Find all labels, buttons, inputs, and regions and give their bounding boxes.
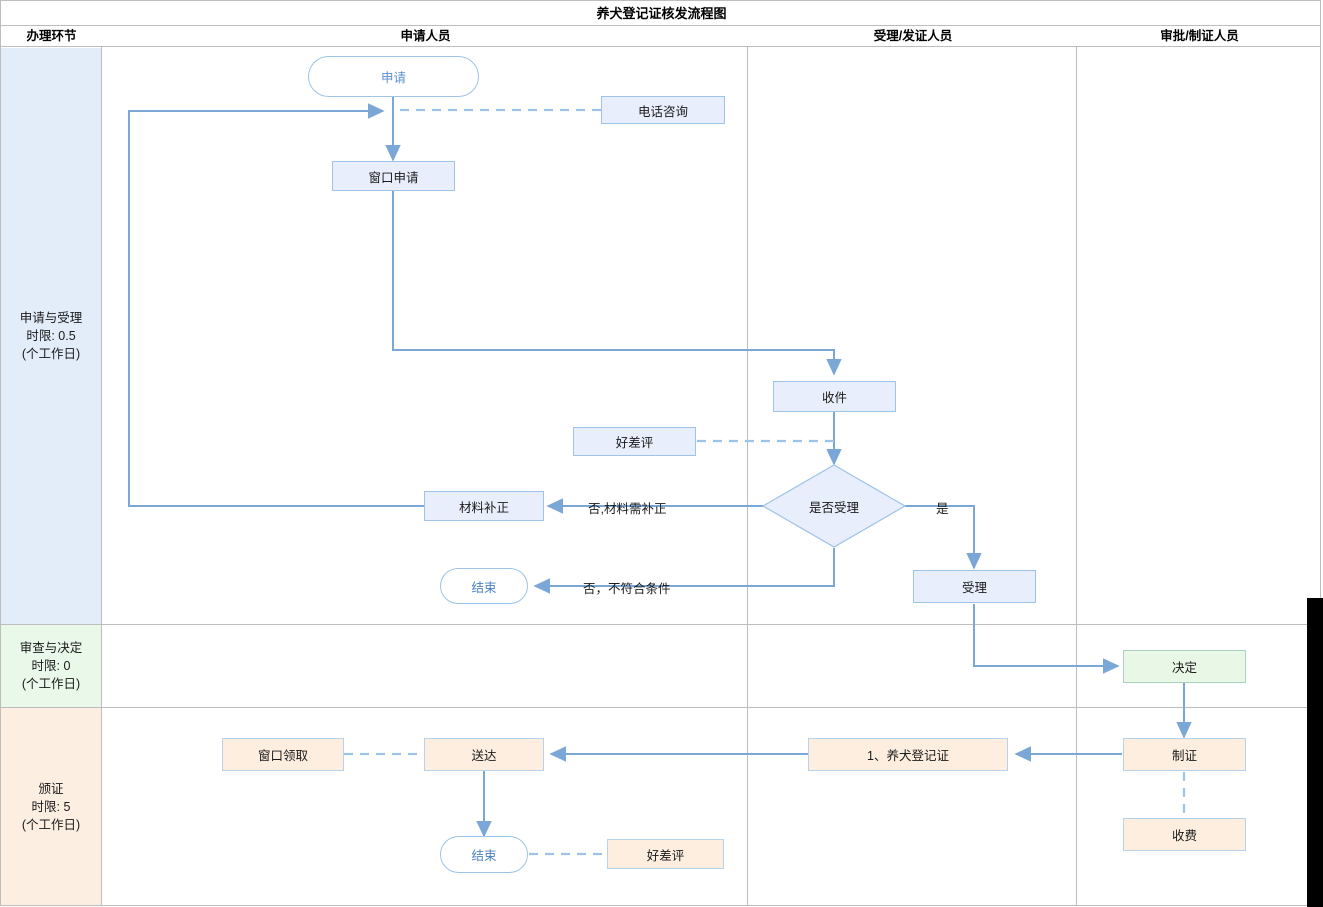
- node-is-accept[interactable]: 是否受理: [762, 464, 906, 548]
- column-divider-3: [1076, 47, 1077, 906]
- column-header-stage: 办理环节: [26, 29, 77, 43]
- node-make-cert[interactable]: 制证: [1123, 738, 1246, 771]
- node-end-done[interactable]: 结束: [440, 836, 528, 873]
- diamond-shape: [762, 464, 906, 548]
- lane-limit: 时限: 0: [31, 659, 71, 673]
- lane-unit: (个工作日): [21, 347, 81, 361]
- lane-limit: 时限: 5: [31, 799, 71, 814]
- node-end-reject[interactable]: 结束: [440, 568, 528, 604]
- vertical-scrollbar[interactable]: [1307, 598, 1323, 907]
- lane-divider-2: [0, 707, 1321, 708]
- edge-label-yes: 是: [936, 502, 949, 516]
- node-review-rating-lower[interactable]: 好差评: [607, 839, 724, 869]
- edge-label-no-not-qualified: 否，不符合条件: [583, 582, 671, 596]
- lane-unit: (个工作日): [21, 677, 81, 691]
- edge-label-no-need-fix: 否,材料需补正: [588, 502, 667, 516]
- lane-label-review-decide: 审查与决定 时限: 0 (个工作日): [1, 625, 102, 707]
- node-receive[interactable]: 收件: [773, 381, 896, 412]
- column-divider-2: [747, 47, 748, 906]
- node-is-accept-label: 是否受理: [808, 500, 859, 515]
- lane-unit: (个工作日): [21, 817, 81, 832]
- column-header-approver: 审批/制证人员: [1160, 29, 1239, 43]
- node-accept[interactable]: 受理: [913, 570, 1036, 603]
- lane-name: 颁证: [38, 781, 64, 796]
- page-title: 养犬登记证核发流程图: [596, 6, 727, 21]
- lane-label-issue: 颁证 时限: 5 (个工作日): [1, 708, 102, 905]
- lane-divider-1: [0, 624, 1321, 625]
- node-apply[interactable]: 申请: [308, 56, 479, 97]
- column-header-applicant: 申请人员: [400, 29, 451, 43]
- node-review-rating-upper[interactable]: 好差评: [573, 427, 696, 456]
- node-charge[interactable]: 收费: [1123, 818, 1246, 851]
- lane-name: 审查与决定: [19, 641, 83, 655]
- node-window-pickup[interactable]: 窗口领取: [222, 738, 344, 771]
- swimlane-grid: [0, 47, 1321, 906]
- column-header-acceptor: 受理/发证人员: [873, 29, 953, 43]
- chart-title-bar: 养犬登记证核发流程图: [0, 0, 1321, 25]
- node-phone-consult[interactable]: 电话咨询: [601, 96, 725, 124]
- node-material-fix[interactable]: 材料补正: [424, 491, 544, 521]
- lane-name: 申请与受理: [19, 311, 83, 325]
- lane-limit: 时限: 0.5: [26, 329, 76, 343]
- node-decide[interactable]: 决定: [1123, 650, 1246, 683]
- node-window-apply[interactable]: 窗口申请: [332, 161, 455, 191]
- node-deliver[interactable]: 送达: [424, 738, 544, 771]
- column-header-row: 办理环节 申请人员 受理/发证人员 审批/制证人员: [0, 25, 1321, 47]
- lane-label-apply-accept: 申请与受理 时限: 0.5 (个工作日): [1, 48, 102, 624]
- node-cert-item[interactable]: 1、养犬登记证: [808, 738, 1008, 771]
